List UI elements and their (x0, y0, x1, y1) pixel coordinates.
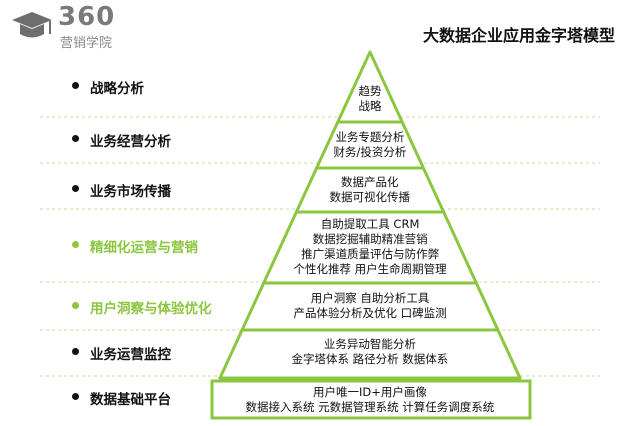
tier-content: 业务异动智能分析金字塔体系 路径分析 数据体系 (292, 337, 449, 367)
logo-number: 360 (58, 2, 116, 32)
tier-line: 业务专题分析 (335, 130, 405, 144)
level-label-text: 业务市场传播 (90, 184, 171, 200)
level-label-text: 战略分析 (90, 81, 144, 97)
bullet-icon (72, 185, 79, 192)
level-label: 精细化运营与营销 (72, 236, 198, 256)
tier-line: 产品体验分析及优化 口碑监测 (293, 306, 447, 320)
tier-line: 数据接入系统 元数据管理系统 计算任务调度系统 (245, 400, 495, 414)
tier-line: 战略 (358, 99, 382, 113)
bullet-icon (72, 348, 79, 355)
tier-line: 自助提取工具 CRM (320, 217, 420, 231)
level-label: 用户洞察与体验优化 (72, 297, 212, 317)
tier-line: 用户唯一ID+用户画像 (312, 385, 427, 399)
level-label-text: 业务运营监控 (90, 347, 171, 363)
level-label: 业务市场传播 (72, 180, 171, 200)
tier-line: 趋势 (358, 84, 382, 98)
graduation-cap-icon (12, 12, 52, 38)
tier-content: 用户唯一ID+用户画像数据接入系统 元数据管理系统 计算任务调度系统 (246, 385, 495, 415)
bullet-icon (72, 82, 79, 89)
bullet-icon (72, 135, 79, 142)
tier-line: 个性化推荐 用户生命周期管理 (293, 262, 447, 276)
tier-content: 业务专题分析财务/投资分析 (334, 130, 407, 160)
tier-line: 数据可视化传播 (329, 190, 411, 204)
tier-line: 金字塔体系 路径分析 数据体系 (291, 352, 449, 366)
page-title: 大数据企业应用金字塔模型 (422, 26, 615, 45)
tier-line: 数据产品化 (341, 175, 399, 189)
tier-line: 业务异动智能分析 (323, 337, 416, 351)
level-label: 数据基础平台 (72, 388, 171, 408)
level-label-text: 用户洞察与体验优化 (90, 301, 212, 317)
tier-content: 数据产品化数据可视化传播 (330, 175, 411, 205)
logo: 360 营销学院 (10, 2, 180, 51)
tier-line: 用户洞察 自助分析工具 (310, 291, 430, 305)
level-label: 业务经营分析 (72, 130, 171, 150)
base-platform (210, 379, 532, 420)
tier-line: 财务/投资分析 (333, 145, 407, 159)
tier-content: 趋势战略 (359, 84, 382, 114)
tier-line: 推广渠道质量评估与防作弊 (301, 247, 440, 261)
bullet-icon (72, 241, 79, 248)
logo-subtitle: 营销学院 (60, 36, 113, 51)
tier-line: 数据挖掘辅助精准营销 (312, 232, 428, 246)
level-label: 业务运营监控 (72, 343, 171, 363)
bullet-icon (72, 302, 79, 309)
bullet-icon (72, 393, 79, 400)
level-label-text: 数据基础平台 (90, 392, 171, 408)
tier-content: 用户洞察 自助分析工具产品体验分析及优化 口碑监测 (294, 291, 447, 321)
level-label-text: 精细化运营与营销 (90, 240, 198, 256)
level-label-text: 业务经营分析 (90, 134, 171, 150)
pyramid-outline (218, 50, 522, 380)
level-label: 战略分析 (72, 77, 144, 97)
